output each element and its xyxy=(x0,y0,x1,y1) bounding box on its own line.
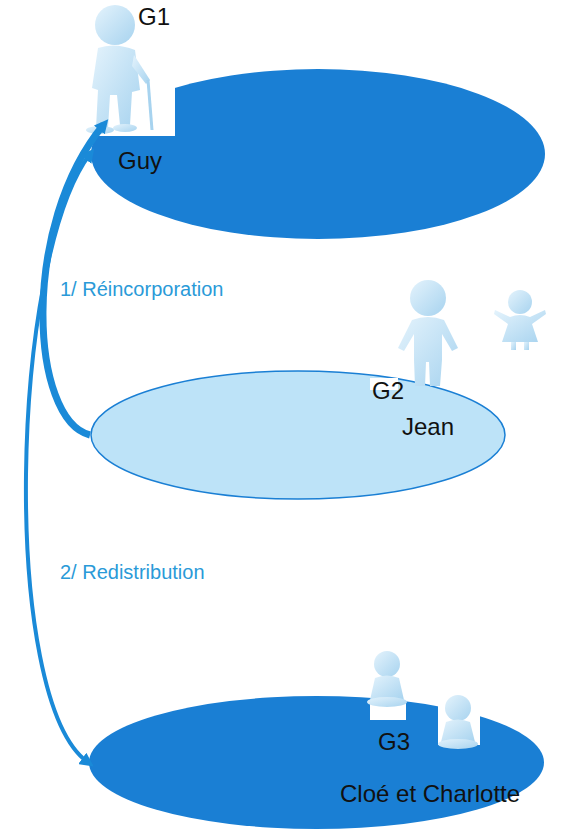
ellipse-shape xyxy=(89,696,544,829)
person-name: Jean xyxy=(402,414,454,440)
curved-arrow xyxy=(26,154,90,763)
arrow-label: 1/ Réincorporation xyxy=(60,278,223,301)
arrow-label: 2/ Redistribution xyxy=(60,561,205,584)
child-figure xyxy=(494,290,546,350)
baby-figure xyxy=(438,695,478,749)
baby-figure xyxy=(367,651,407,707)
generation-label: G1 xyxy=(138,4,170,30)
generation-label: G2 xyxy=(372,378,404,404)
generation-ellipse: G2Jean xyxy=(90,370,506,500)
ellipse-shape xyxy=(91,371,505,499)
person-name: Guy xyxy=(118,148,162,174)
person-name: Cloé et Charlotte xyxy=(340,781,520,807)
ellipse-shape xyxy=(91,69,545,239)
adult-figure xyxy=(398,280,458,386)
generation-label: G3 xyxy=(378,729,410,755)
